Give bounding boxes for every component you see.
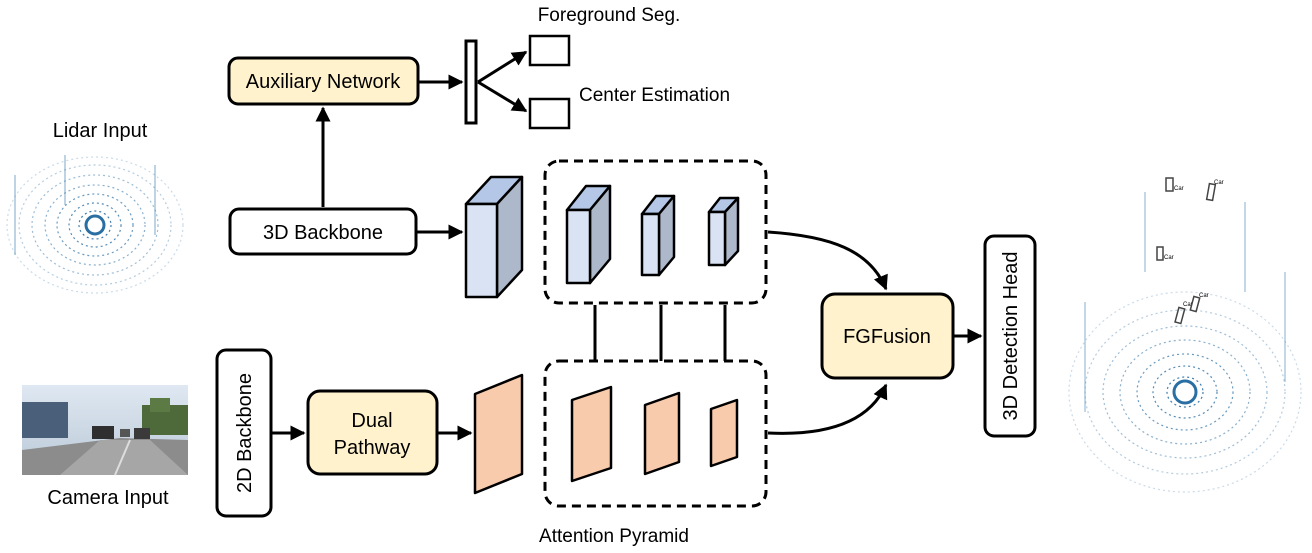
detection-box-1: Car	[1165, 177, 1184, 192]
arrow-to-center-estimation	[477, 80, 528, 113]
dual-pathway-label-line2: Pathway	[334, 437, 411, 459]
lidar-feature-cube	[464, 175, 524, 299]
detection-head-label: 3D Detection Head	[1000, 252, 1022, 421]
camera-image	[22, 385, 188, 476]
camera-pyramid-level-1	[570, 385, 613, 483]
detection-label-4: Car	[1183, 302, 1193, 308]
detection-box-5: Car	[1189, 293, 1209, 313]
camera-pyramid-level-2	[643, 391, 681, 476]
detection-head-box: 3D Detection Head	[983, 234, 1037, 438]
lidar-pyramid-container	[543, 159, 768, 305]
detection-box-3: Car	[1156, 246, 1174, 261]
foreground-seg-output-box	[528, 34, 571, 67]
lidar-pyramid-level-1	[565, 184, 612, 285]
attention-pyramid-label: Attention Pyramid	[539, 526, 689, 547]
detection-box-4: Car	[1174, 302, 1193, 325]
lidar-input-label: Lidar Input	[53, 120, 148, 142]
backbone-3d-box: 3D Backbone	[228, 207, 418, 256]
lidar-pyramid-level-2	[640, 194, 676, 277]
camera-pyramid-container	[543, 359, 768, 508]
camera-pyramid-level-3	[709, 398, 739, 468]
output-pointcloud-image	[1068, 192, 1302, 493]
foreground-seg-label: Foreground Seg.	[538, 5, 681, 26]
split-bar	[464, 39, 478, 125]
arrow-lidar-to-fusion	[767, 230, 888, 291]
camera-feature-map	[473, 373, 524, 495]
fgfusion-box: FGFusion	[820, 292, 955, 380]
backbone-2d-box: 2D Backbone	[215, 348, 273, 518]
detection-label-1: Car	[1174, 186, 1184, 192]
detection-label-5: Car	[1199, 293, 1209, 299]
detection-box-2: Car	[1205, 180, 1224, 202]
arrow-to-foreground-seg	[477, 50, 528, 84]
backbone-3d-label: 3D Backbone	[263, 222, 383, 244]
auxiliary-network-box: Auxiliary Network	[227, 56, 420, 106]
fgfusion-label: FGFusion	[843, 326, 931, 348]
detection-label-2: Car	[1214, 180, 1224, 186]
detection-label-3: Car	[1164, 255, 1174, 261]
camera-input-label: Camera Input	[47, 487, 169, 509]
center-estimation-output-box	[528, 97, 571, 130]
dual-pathway-label-line1: Dual	[351, 410, 392, 432]
center-estimation-label: Center Estimation	[579, 85, 730, 106]
dual-pathway-box: Dual Pathway	[306, 389, 439, 476]
backbone-2d-label: 2D Backbone	[234, 373, 256, 493]
lidar-pointcloud-image	[6, 155, 184, 294]
arrow-camera-to-fusion	[767, 383, 888, 435]
lidar-pyramid-level-3	[707, 196, 740, 267]
auxiliary-network-label: Auxiliary Network	[246, 71, 401, 93]
